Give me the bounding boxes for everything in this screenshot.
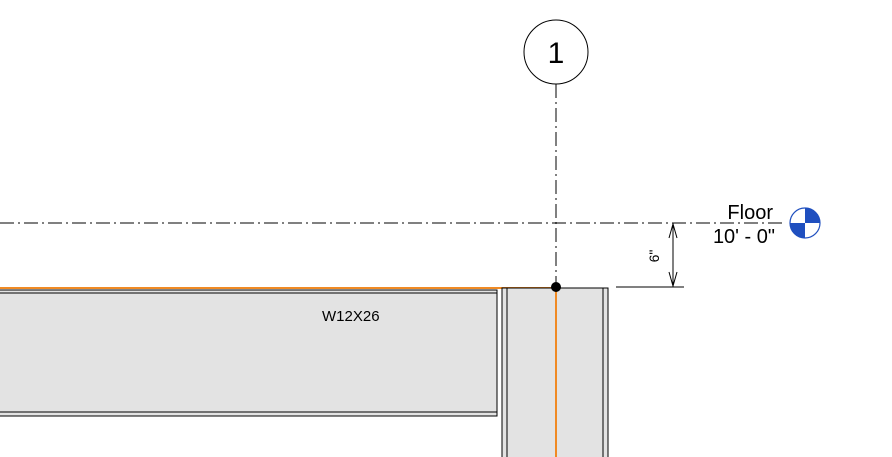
dimension[interactable]: 6" [616,223,684,288]
dimension-value[interactable]: 6" [646,250,662,263]
intersection-point[interactable] [551,282,561,292]
beam-body[interactable] [0,289,498,417]
beam[interactable]: W12X26 [0,287,556,417]
grid-bubble[interactable]: 1 [523,19,589,85]
level-name[interactable]: Floor [727,202,773,224]
dimension-arrow-top [668,223,678,239]
level-elevation[interactable]: 10' - 0" [713,226,775,248]
grid-bubble-circle[interactable] [523,19,589,85]
level-head-marker-icon[interactable] [789,207,821,239]
grid-label: 1 [548,37,565,70]
beam-tag[interactable]: W12X26 [322,308,380,325]
column[interactable] [501,287,609,457]
dimension-arrow-bottom [668,271,678,287]
